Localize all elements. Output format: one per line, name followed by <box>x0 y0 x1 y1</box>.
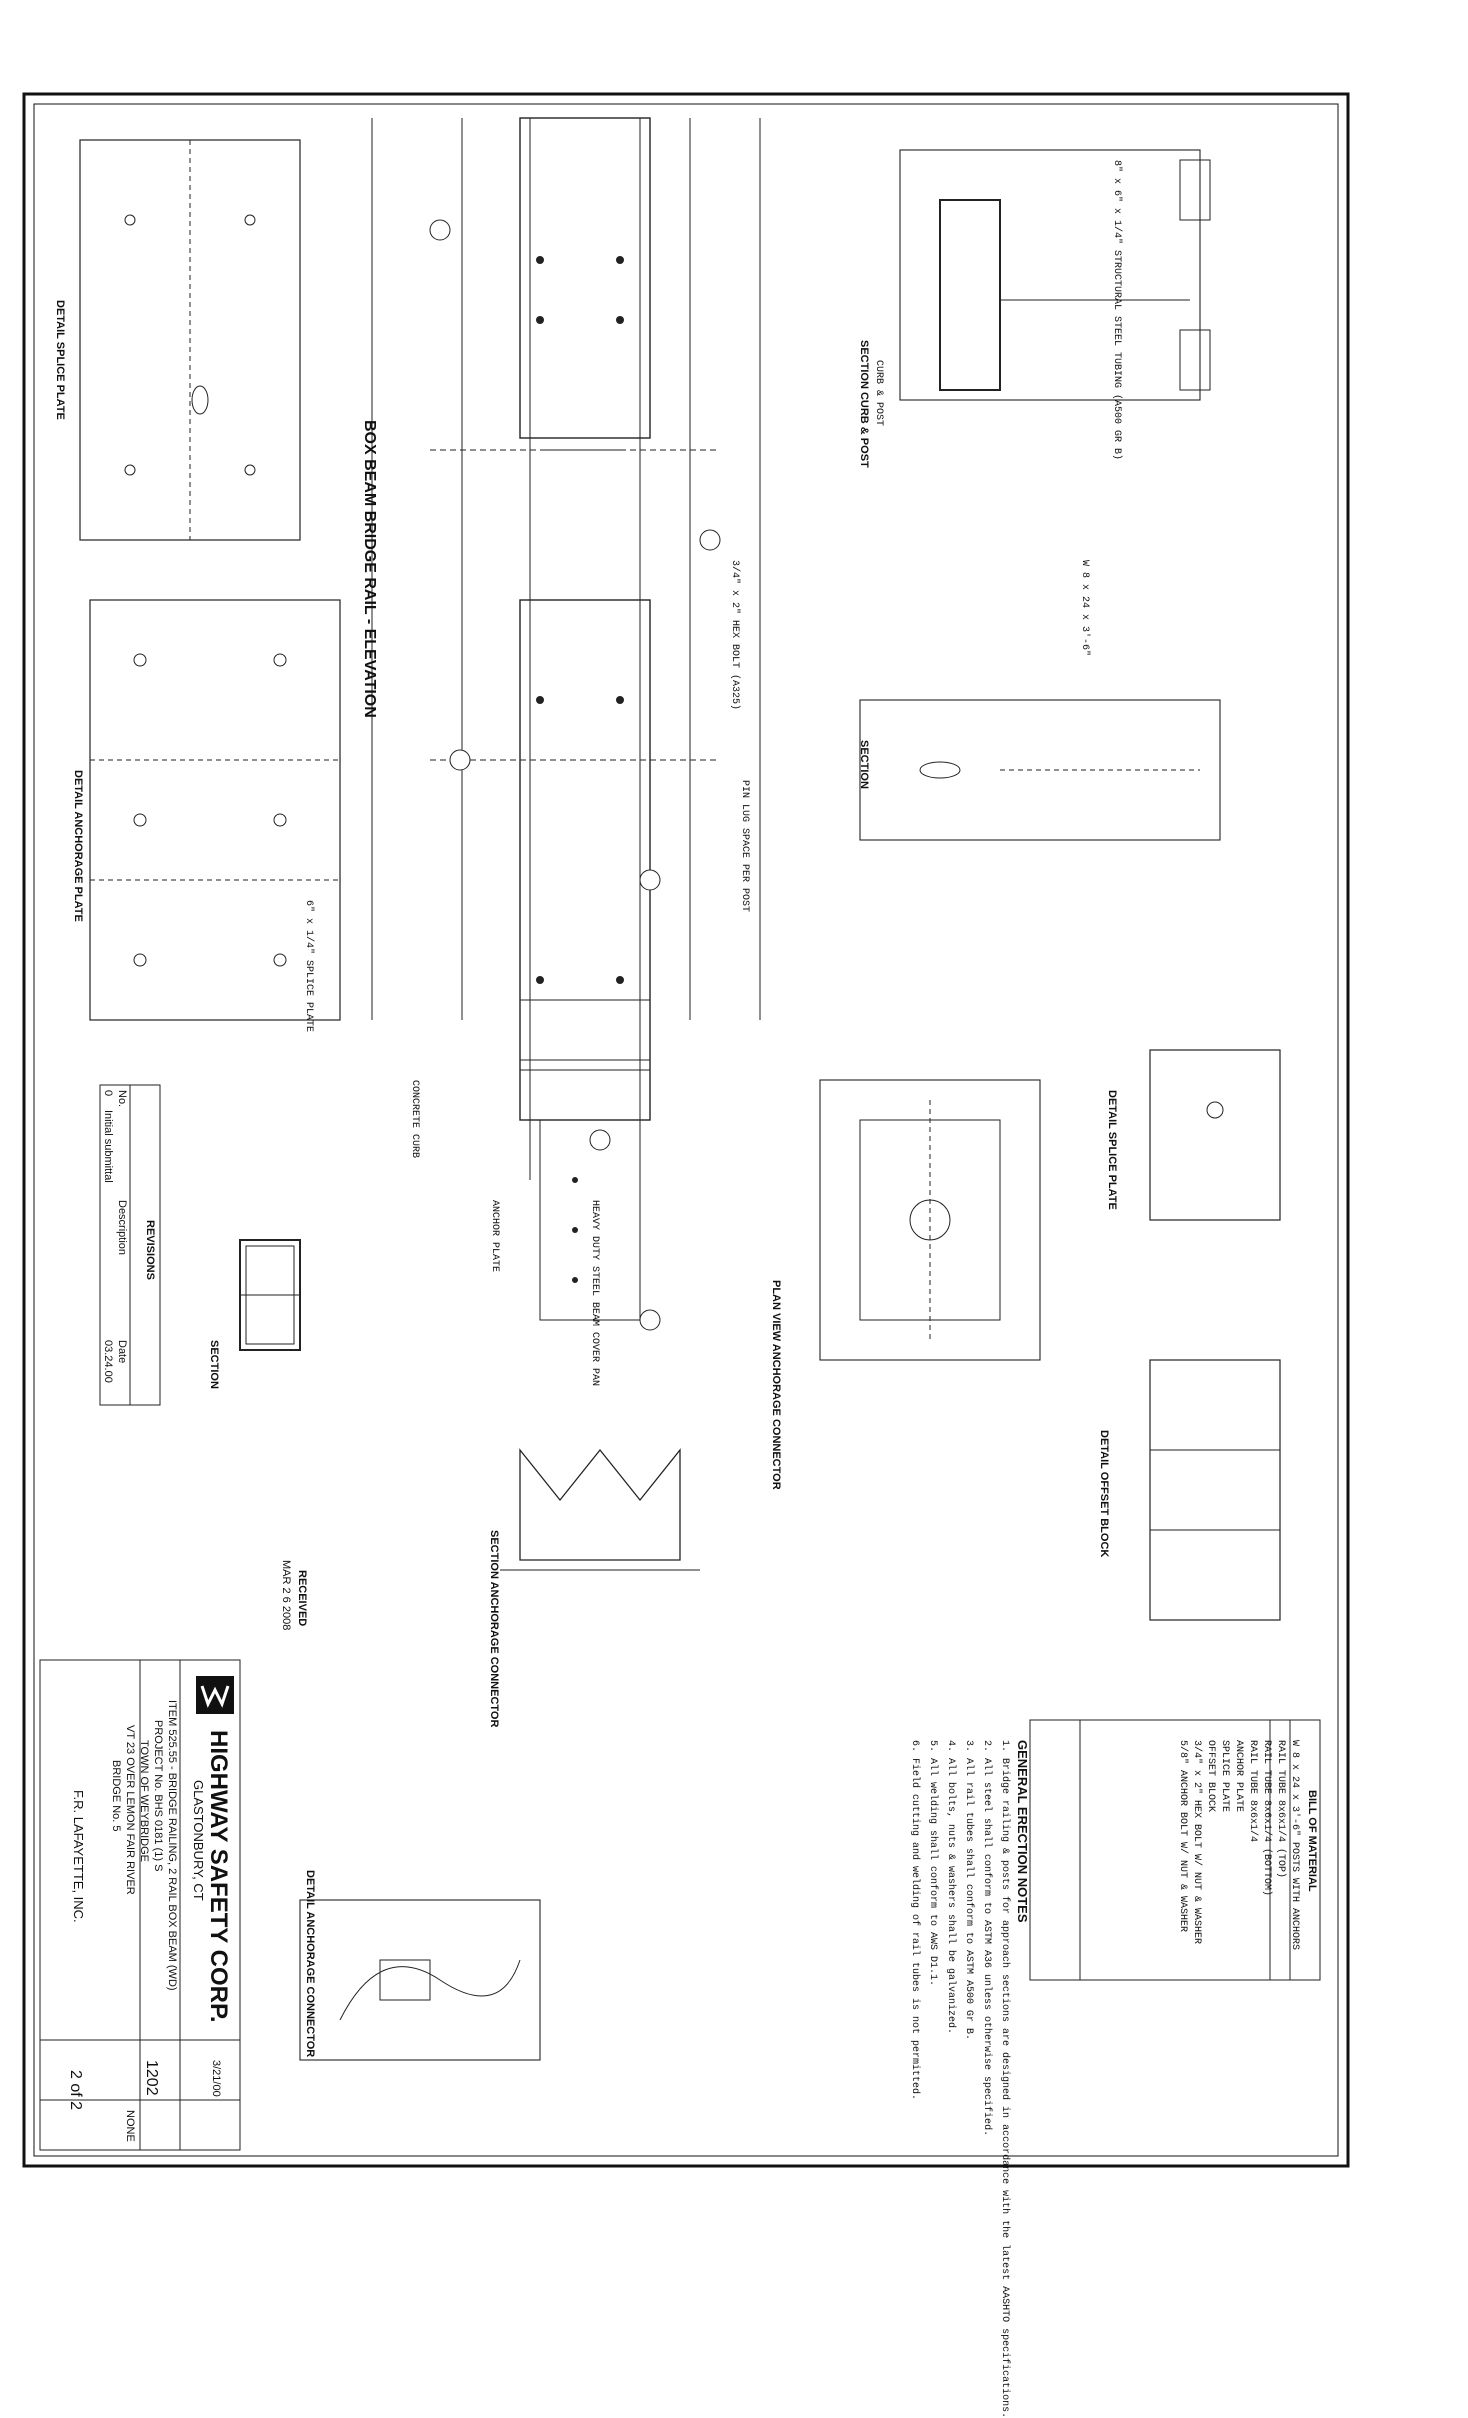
callout-7: CONCRETE CURB <box>409 1080 420 1159</box>
revisions-box <box>99 1084 161 1406</box>
detail-d-sub: SPLICE PLATE <box>54 341 66 420</box>
detail-d-label: DETAIL SPLICE PLATE <box>54 300 66 420</box>
sheet-number: 2 of 2 <box>67 2070 84 2111</box>
callout-5: 6" x 1/4" SPLICE PLATE <box>303 900 314 1033</box>
revision-row-no: 0 <box>102 1090 114 1097</box>
drawn-by: F.R. LAFAYETTE, INC. <box>71 1790 86 1923</box>
detail-j-title: DETAIL <box>1106 1090 1118 1129</box>
detail-e-sub: CURB & POST <box>858 391 870 468</box>
received-date: MAR 2 6 2008 <box>280 1560 292 1631</box>
project-line-5: BRIDGE No. 5 <box>110 1760 122 1832</box>
plan-view-a-drawing <box>819 1079 1041 1361</box>
drawing-canvas <box>22 92 1350 2168</box>
section-marks <box>429 219 721 1331</box>
main-title: BOX BEAM BRIDGE RAIL - ELEVATION <box>361 420 378 718</box>
detail-g-label: DETAIL ANCHORAGE CONNECTOR <box>304 1870 316 2057</box>
detail-g-title: DETAIL <box>304 1870 316 1909</box>
detail-d-title: DETAIL <box>54 300 66 339</box>
detail-d-drawing <box>79 139 301 541</box>
detail-k-sub: OFFSET BLOCK <box>1098 1471 1110 1558</box>
detail-b-label: SECTION <box>208 1340 220 1389</box>
bom-row-7: OFFSET BLOCK <box>1205 1740 1216 1813</box>
detail-h-sub: ANCHORAGE PLATE <box>72 811 84 922</box>
detail-h-drawing <box>89 599 341 1021</box>
detail-g-drawing <box>299 1899 541 2061</box>
detail-j-drawing <box>1149 1049 1281 1221</box>
detail-k-title: DETAIL <box>1098 1430 1110 1469</box>
note-1: 1. Bridge railing & posts for approach s… <box>999 1740 1010 2418</box>
project-line-1: ITEM 525.55 - BRIDGE RAILING, 2 RAIL BOX… <box>166 1700 178 1991</box>
callout-8: ANCHOR PLATE <box>489 1200 500 1273</box>
bom-row-3: RAIL TUBE 8x6x1/4 (BOTTOM) <box>1261 1740 1272 1897</box>
bolt-holes <box>536 256 624 1283</box>
notes-title: GENERAL ERECTION NOTES <box>1015 1740 1030 1923</box>
outer-border <box>22 92 1350 2168</box>
bom-row-4: RAIL TUBE 8x6x1/4 <box>1247 1740 1258 1843</box>
project-line-4: VT 23 OVER LEMON FAIR RIVER <box>124 1725 136 1895</box>
callout-6: PIN LUG SPACE PER POST <box>739 780 750 913</box>
detail-k-drawing <box>1149 1359 1281 1621</box>
callout-9: HEAVY DUTY STEEL BEAM COVER PAN <box>589 1200 600 1387</box>
detail-f-sub: ANCHORAGE CONNECTOR <box>488 1581 500 1728</box>
detail-j-label: DETAIL SPLICE PLATE <box>1106 1090 1118 1210</box>
detail-e-label: SECTION CURB & POST <box>858 340 870 468</box>
revisions-header-desc: Description <box>116 1200 128 1256</box>
drawing-sheet: BOX BEAM BRIDGE RAIL - ELEVATION HIGHWAY… <box>22 92 1350 2418</box>
detail-f-label: SECTION ANCHORAGE CONNECTOR <box>488 1530 500 1727</box>
note-4: 4. All bolts, nuts & washers shall be ga… <box>945 1740 956 2035</box>
note-2: 2. All steel shall conform to ASTM A36 u… <box>981 1740 992 2137</box>
callout-1: 8" x 6" x 1/4" STRUCTURAL STEEL TUBING (… <box>1111 160 1122 461</box>
bom-row-8: 3/4" x 2" HEX BOLT W/ NUT & WASHER <box>1191 1740 1202 1945</box>
detail-k-label: DETAIL OFFSET BLOCK <box>1098 1430 1110 1557</box>
detail-c-label: SECTION <box>858 740 870 789</box>
callout-2: W 8 x 24 x 3'-6" <box>1079 560 1090 657</box>
company-city: GLASTONBURY, CT <box>191 1780 206 1901</box>
detail-h-title: DETAIL <box>72 770 84 809</box>
bom-row-6: SPLICE PLATE <box>1219 1740 1230 1813</box>
bom-row-5: ANCHOR PLATE <box>1233 1740 1244 1813</box>
company-logo <box>196 1676 234 1714</box>
detail-j-sub: SPLICE PLATE <box>1106 1131 1118 1210</box>
detail-h-label: DETAIL ANCHORAGE PLATE <box>72 770 84 922</box>
callout-4: CURB & POST <box>873 360 884 427</box>
detail-g-sub: ANCHORAGE CONNECTOR <box>304 1911 316 2058</box>
section-c-drawing <box>859 699 1221 841</box>
project-line-3: TOWN OF WEYBRIDGE <box>138 1740 150 1863</box>
section-b-drawing <box>239 1239 301 1351</box>
title-block-frame <box>39 1659 241 2151</box>
detail-f-title: SECTION <box>488 1530 500 1579</box>
detail-a-title: PLAN VIEW <box>770 1280 782 1342</box>
bom-row-9: 5/8" ANCHOR BOLT W/ NUT & WASHER <box>1177 1740 1188 1933</box>
note-5: 5. All welding shall conform to AWS D1.1… <box>927 1740 938 1987</box>
revisions-header-no: No. <box>116 1090 128 1108</box>
detail-e-title: SECTION <box>858 340 870 389</box>
note-6: 6. Field cutting and welding of rail tub… <box>909 1740 920 2101</box>
section-f-drawing <box>500 1448 700 1571</box>
detail-a-sub: ANCHORAGE CONNECTOR <box>770 1343 782 1490</box>
drawing-date: 3/21/00 <box>210 2060 222 2097</box>
project-line-2: PROJECT No. BHS 0181 (1) S <box>152 1720 164 1872</box>
detail-a-label: PLAN VIEW ANCHORAGE CONNECTOR <box>770 1280 782 1490</box>
bom-grid <box>1029 1719 1321 1981</box>
bom-title: BILL OF MATERIAL <box>1306 1790 1318 1892</box>
callout-3: 3/4" x 2" HEX BOLT (A325) <box>729 560 740 711</box>
elevation-view <box>371 117 761 1321</box>
company-name: HIGHWAY SAFETY CORP. <box>205 1730 232 2023</box>
note-3: 3. All rail tubes shall conform to ASTM … <box>963 1740 974 2041</box>
inner-border <box>33 103 1339 2157</box>
revision-row-desc: Initial submittal <box>102 1110 114 1183</box>
revisions-title: REVISIONS <box>144 1220 156 1280</box>
received-stamp: RECEIVED <box>296 1570 308 1627</box>
section-e-drawing <box>899 149 1211 401</box>
drawing-number: 1202 <box>143 2060 160 2096</box>
bom-row-2: RAIL TUBE 8x6x1/4 (TOP) <box>1275 1740 1286 1879</box>
revisions-header-date: Date <box>116 1340 128 1364</box>
drawing-scale: NONE <box>124 2110 136 2142</box>
bom-row-1: W 8 x 24 x 3'-6" POSTS WITH ANCHORS <box>1289 1740 1300 1951</box>
revision-row-date: 03.24.00 <box>102 1340 114 1383</box>
